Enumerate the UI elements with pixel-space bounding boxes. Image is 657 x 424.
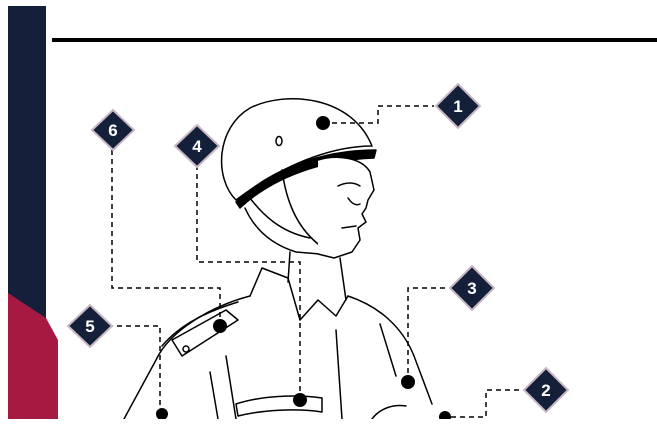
callout-badge-1: 1 [436, 84, 480, 128]
dot-1 [316, 116, 330, 130]
callout-badge-6: 6 [92, 110, 134, 150]
epaulette [172, 310, 238, 356]
callout-badge-3: 3 [450, 266, 494, 310]
shirt-collar [250, 268, 348, 320]
callout-label-4: 4 [192, 137, 202, 156]
callout-label-5: 5 [85, 317, 94, 336]
leader-5 [112, 326, 160, 414]
callout-badge-5: 5 [68, 305, 112, 347]
callout-label-2: 2 [541, 381, 550, 400]
leader-6 [112, 146, 220, 326]
soldier-figure [124, 99, 432, 419]
leader-3 [408, 288, 448, 382]
dot-6 [213, 319, 227, 333]
leader-2 [442, 390, 522, 417]
crimson-corner-accent [8, 293, 58, 419]
callout-badge-2: 2 [524, 368, 568, 412]
callout-badge-4: 4 [175, 125, 219, 167]
chin-strap [245, 208, 320, 254]
chest-pocket-left [236, 396, 322, 416]
callout-label-1: 1 [453, 97, 462, 116]
right-shoulder [348, 296, 432, 404]
face-profile [318, 157, 374, 258]
callout-label-6: 6 [108, 121, 117, 140]
dot-3 [401, 375, 415, 389]
dot-2 [439, 411, 451, 419]
dot-4 [293, 393, 307, 407]
callout-label-3: 3 [467, 279, 476, 298]
dot-5 [156, 408, 168, 419]
